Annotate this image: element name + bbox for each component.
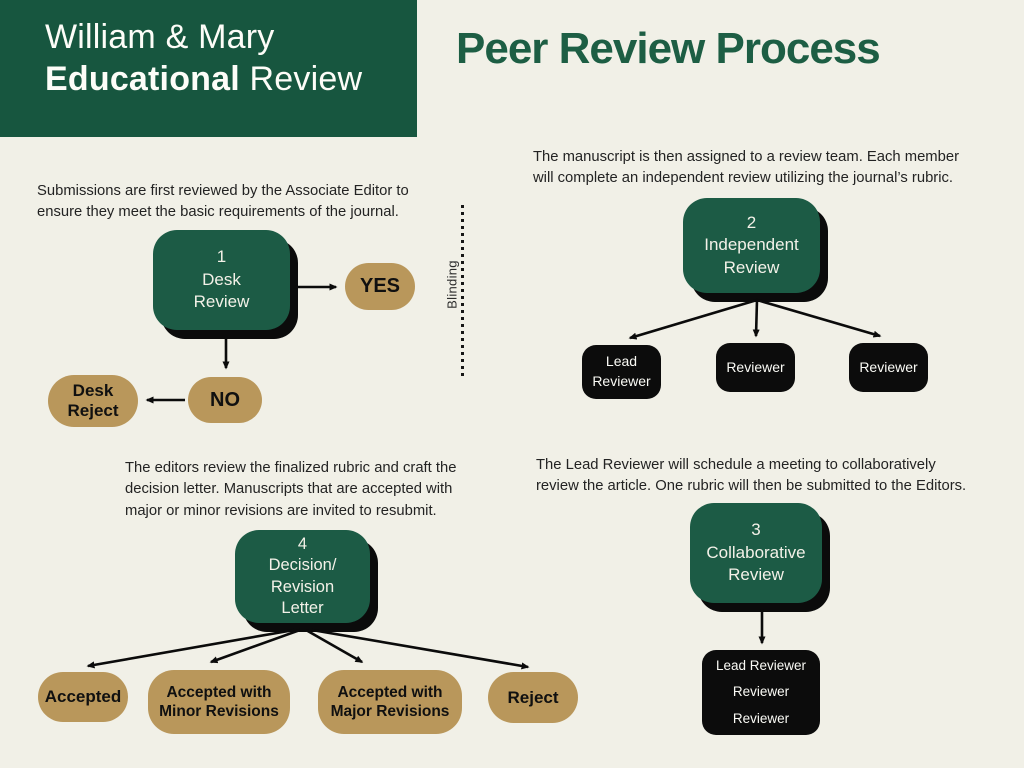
reviewer-box-1: Reviewer (716, 343, 795, 392)
step3-description: The Lead Reviewer will schedule a meetin… (536, 457, 967, 495)
step1-description: Submissions are first reviewed by the As… (37, 183, 409, 221)
yes-pill: YES (345, 263, 415, 310)
blinding-dotted-divider (461, 205, 464, 377)
journal-logo-banner: William & Mary Educational Review (0, 0, 417, 137)
outcome-minor-revisions-pill: Accepted with Minor Revisions (148, 670, 290, 734)
step4-description: The editors review the finalized rubric … (125, 460, 457, 519)
outcome-accepted-pill: Accepted (38, 672, 128, 722)
step3-collaborative-review-node: 3 Collaborative Review (690, 503, 822, 603)
arrow-decision-to-reject (311, 628, 530, 670)
reviewer-box-2: Reviewer (849, 343, 928, 392)
step2-independent-review-node: 2 Independent Review (683, 198, 820, 293)
arrow-independent-to-lead (628, 298, 758, 340)
logo-line2: Educational Review (45, 60, 362, 99)
desk-reject-pill: Desk Reject (48, 375, 138, 427)
step4-decision-letter-node: 4 Decision/ Revision Letter (235, 530, 370, 623)
arrow-decision-to-accepted (86, 628, 295, 669)
step1-desk-review-node: 1 Desk Review (153, 230, 290, 330)
arrow-decision-to-minor (209, 628, 301, 664)
logo-line1: William & Mary (45, 18, 275, 56)
logo-line2-bold: Educational (45, 60, 240, 98)
step2-description: The manuscript is then assigned to a rev… (533, 149, 960, 187)
arrow-independent-to-reviewer2 (756, 298, 882, 338)
lead-reviewer-box: Lead Reviewer (582, 345, 661, 399)
logo-line2-rest: Review (239, 60, 363, 98)
page-title: Peer Review Process (456, 24, 881, 73)
blinding-label: Blinding (444, 260, 460, 309)
arrow-independent-to-reviewer1 (752, 299, 760, 338)
no-pill: NO (188, 377, 262, 423)
outcome-major-revisions-pill: Accepted with Major Revisions (318, 670, 462, 734)
review-team-box: Lead Reviewer Reviewer Reviewer (702, 650, 820, 735)
arrow-decision-to-major (305, 628, 364, 664)
outcome-reject-pill: Reject (488, 672, 578, 723)
